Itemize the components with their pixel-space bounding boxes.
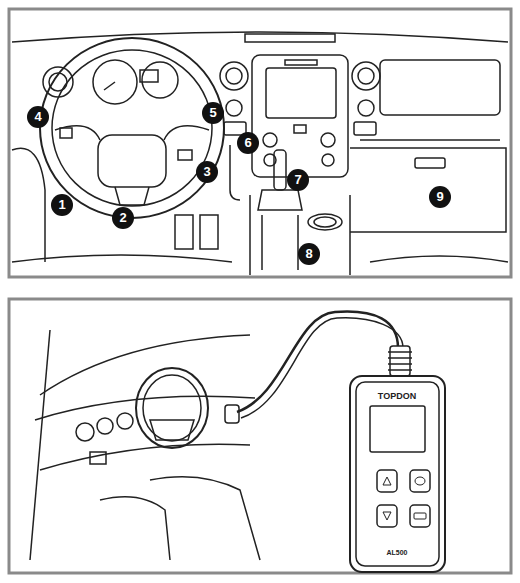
callout-number: 8 <box>298 243 320 265</box>
bottom-panel-part <box>350 376 445 572</box>
top-panel-part <box>104 82 115 90</box>
top-panel-part <box>258 190 302 210</box>
bottom-panel-part <box>390 346 410 376</box>
top-panel-part <box>93 60 137 104</box>
top-panel-part <box>354 122 376 135</box>
bottom-panel-part <box>143 375 201 441</box>
top-panel-part <box>314 217 336 227</box>
top-panel-part <box>266 68 336 118</box>
bottom-panel-part <box>90 452 106 464</box>
top-panel-part <box>98 135 166 187</box>
bottom-panel-part <box>40 335 250 395</box>
top-panel-part <box>285 60 317 65</box>
top-panel-part <box>294 125 306 133</box>
top-panel-part <box>360 139 500 141</box>
top-panel-part <box>350 148 506 232</box>
callout-circles-part <box>429 186 451 208</box>
top-panel-part <box>55 126 209 140</box>
top-panel-part <box>415 158 445 168</box>
top-panel-part <box>224 122 246 135</box>
bottom-panel-part <box>383 477 391 485</box>
bottom-panel-part <box>383 512 391 520</box>
brand-text: TOPDON <box>367 391 427 401</box>
top-panel-part <box>352 62 380 90</box>
top-panel-part <box>308 214 342 230</box>
callout-circles-part <box>51 194 73 216</box>
top-panel-part <box>220 62 248 90</box>
bottom-panel-part <box>410 505 430 527</box>
top-panel-part <box>226 68 242 84</box>
bottom-panel-part <box>415 477 425 485</box>
callout-circles-part <box>202 102 224 124</box>
top-panel-part <box>370 256 508 262</box>
top-panel-part <box>230 145 240 200</box>
top-panel-part <box>178 150 192 160</box>
callout-circles-part <box>287 169 309 191</box>
bottom-panel-part <box>76 423 94 441</box>
top-panel-part <box>40 38 224 218</box>
bottom-panel-part <box>377 470 397 492</box>
top-panel-part <box>200 215 218 249</box>
top-panel-part <box>52 50 212 206</box>
top-panel <box>9 9 511 277</box>
top-panel-part <box>9 9 511 277</box>
top-panel-part <box>321 133 335 147</box>
callout-number: 2 <box>112 207 134 229</box>
top-panel-part <box>245 34 335 42</box>
bottom-panel-part <box>356 382 439 566</box>
top-panel-part <box>263 133 277 147</box>
model-text: AL500 <box>367 549 427 556</box>
bottom-panel-part <box>9 299 511 573</box>
top-panel-part <box>12 255 232 262</box>
top-panel-part <box>380 60 500 115</box>
bottom-panel-part <box>40 444 250 470</box>
top-panel-part <box>358 68 374 84</box>
top-panel-part <box>274 150 286 190</box>
top-panel-part <box>262 215 298 270</box>
callout-number: 3 <box>196 161 218 183</box>
top-panel-part <box>250 195 350 275</box>
top-panel-part <box>252 55 348 177</box>
bottom-panel-part <box>97 418 113 434</box>
top-panel-part <box>12 148 45 262</box>
top-panel-part <box>140 70 158 82</box>
top-panel-part <box>115 187 149 205</box>
top-panel-part <box>142 62 178 98</box>
bottom-panel-part <box>370 406 425 452</box>
bottom-panel <box>9 299 511 573</box>
callout-circles-part <box>237 132 259 154</box>
callout-number: 6 <box>237 132 259 154</box>
callout-circles-part <box>196 161 218 183</box>
bottom-panel-part <box>35 396 255 420</box>
callout-circles-part <box>112 207 134 229</box>
bottom-panel-part <box>414 513 426 519</box>
callout-number: 4 <box>27 106 49 128</box>
callout-number: 1 <box>51 194 73 216</box>
bottom-panel-part <box>150 420 194 440</box>
top-panel-part <box>60 128 72 138</box>
bottom-panel-part <box>377 505 397 527</box>
callout-number: 9 <box>429 186 451 208</box>
callout-circles-part <box>27 106 49 128</box>
top-panel-part <box>226 100 242 116</box>
bottom-panel-part <box>30 330 50 560</box>
top-panel-part <box>322 154 334 166</box>
bottom-panel-part <box>225 405 239 423</box>
bottom-panel-part <box>100 497 170 560</box>
callout-number: 5 <box>202 102 224 124</box>
top-panel-part <box>175 215 193 249</box>
top-panel-part <box>12 32 508 42</box>
bottom-panel-part <box>388 352 412 370</box>
bottom-panel-part <box>410 470 430 492</box>
callout-circles <box>27 102 451 265</box>
bottom-panel-part <box>136 368 208 448</box>
callout-circles-part <box>298 243 320 265</box>
top-panel-part <box>358 100 374 116</box>
callout-number: 7 <box>287 169 309 191</box>
bottom-panel-part <box>117 413 133 429</box>
